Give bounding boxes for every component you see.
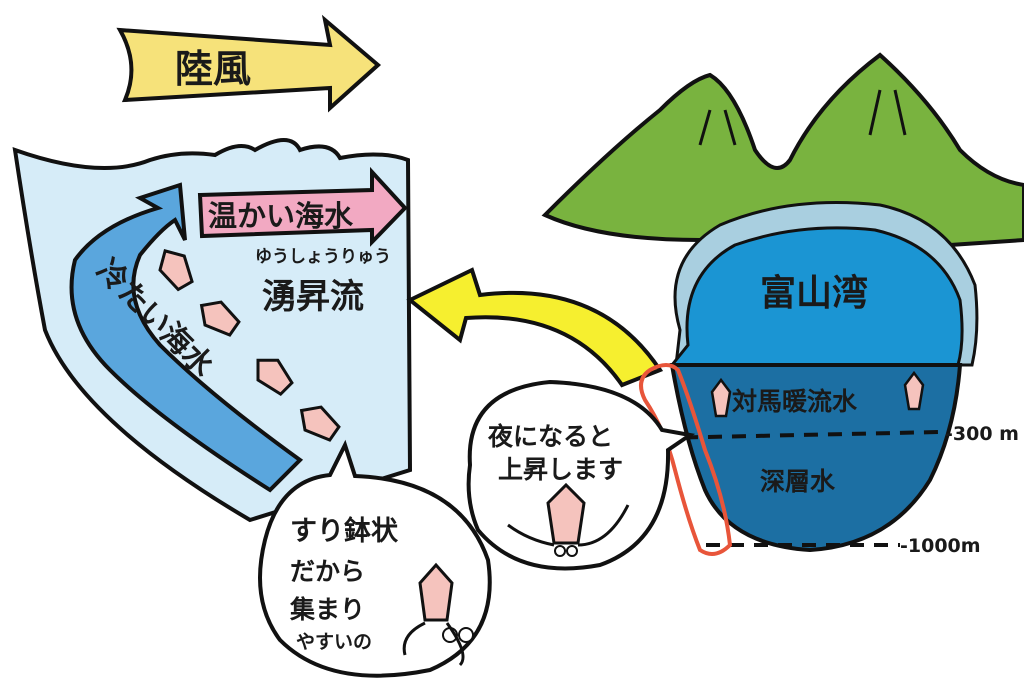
depth-1000-label: -1000m: [900, 535, 981, 557]
squid-icon: [710, 377, 732, 418]
depth-300-label: -300 m: [945, 423, 1019, 445]
land-wind-label: 陸風: [175, 47, 251, 91]
bubble-night-line1: 夜になると: [487, 422, 613, 451]
bay-label: 富山湾: [760, 272, 868, 314]
mountain-ridge-lines: [868, 89, 907, 136]
land-wind-arrow: [116, 14, 382, 113]
bay-surface-water: [668, 226, 964, 367]
bubble-bowl-line3: 集まり: [289, 595, 365, 624]
upwelling-label: 湧昇流: [262, 277, 364, 317]
bubble-night-line2: 上昇します: [498, 455, 623, 484]
bubble-bowl-line4: やすいの: [296, 631, 372, 653]
upwelling-reading: ゆうしょうりゅう: [255, 247, 391, 267]
bubble-bowl-line1: すり鉢状: [290, 515, 399, 547]
squid-icon: [402, 562, 474, 667]
mountain-ridge-lines: [698, 109, 737, 146]
cold-current-arrow: [69, 182, 304, 493]
tsushima-label: 対馬暖流水: [732, 387, 858, 416]
night-bubble: [466, 379, 696, 571]
bubble-bowl-line2: だから: [290, 557, 365, 586]
upwelling-arrow: [406, 267, 664, 388]
squid-icon: [158, 249, 194, 292]
deep-bowl: [669, 363, 963, 553]
squid-icon: [903, 370, 925, 411]
squid-icon: [507, 482, 630, 557]
squid-icon: [299, 405, 341, 442]
mountain-range: [541, 52, 1024, 248]
deep-water-label: 深層水: [760, 467, 836, 496]
squid-icon: [199, 300, 241, 337]
squid-icon: [256, 358, 294, 397]
warm-sea-arrow: [197, 166, 408, 247]
warm-sea-label: 温かい海水: [208, 199, 354, 233]
slope-highlight: [639, 363, 733, 556]
